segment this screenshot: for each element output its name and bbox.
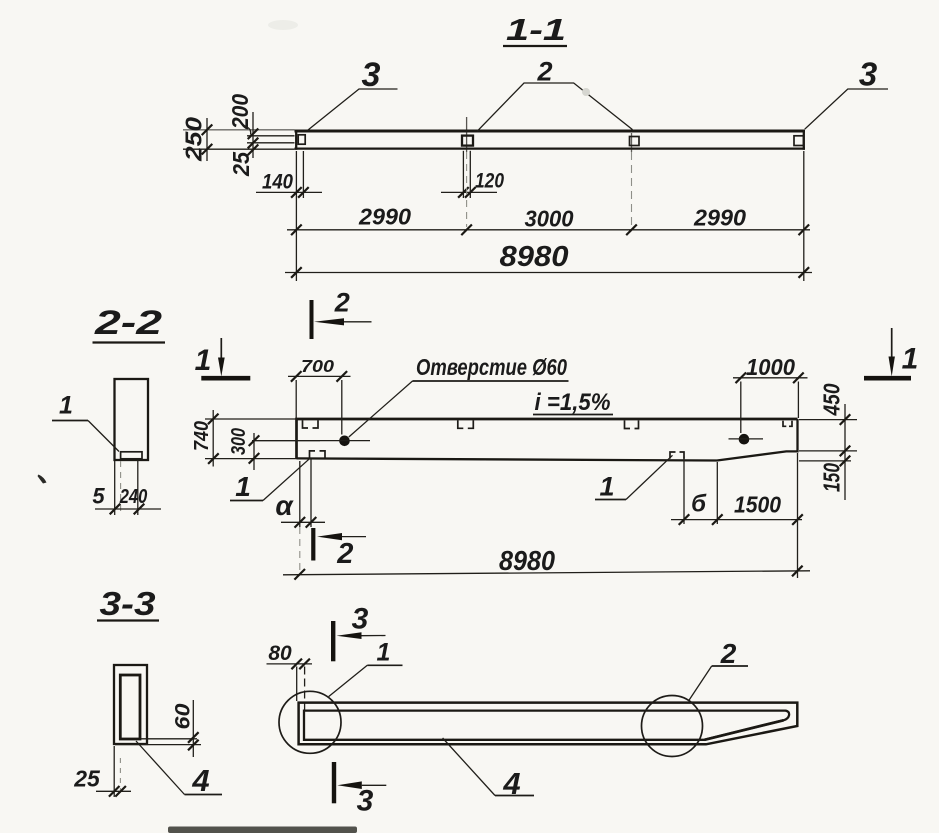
svg-text:3000: 3000 bbox=[525, 206, 574, 232]
svg-text:1: 1 bbox=[599, 472, 614, 502]
svg-text:1500: 1500 bbox=[734, 492, 781, 518]
svg-text:740: 740 bbox=[191, 421, 213, 451]
svg-text:4: 4 bbox=[502, 766, 520, 801]
svg-text:300: 300 bbox=[228, 428, 250, 455]
svg-text:4: 4 bbox=[191, 763, 209, 798]
svg-text:1: 1 bbox=[195, 344, 212, 377]
svg-text:3-3: 3-3 bbox=[100, 585, 156, 622]
svg-text:80: 80 bbox=[268, 642, 292, 665]
svg-text:8980: 8980 bbox=[500, 241, 569, 273]
svg-text:б: б bbox=[691, 491, 707, 518]
svg-text:200: 200 bbox=[227, 94, 253, 130]
svg-text:2: 2 bbox=[334, 288, 350, 318]
svg-text:3: 3 bbox=[859, 56, 877, 93]
svg-text:250: 250 bbox=[181, 117, 207, 162]
svg-text:120: 120 bbox=[475, 170, 504, 193]
svg-text:1: 1 bbox=[902, 343, 919, 376]
svg-text:2: 2 bbox=[720, 638, 737, 669]
svg-text:25: 25 bbox=[73, 766, 101, 792]
svg-text:Отверстие Ø60: Отверстие Ø60 bbox=[416, 354, 567, 380]
svg-text:1: 1 bbox=[377, 639, 391, 667]
svg-text:5: 5 bbox=[92, 484, 105, 509]
svg-text:3: 3 bbox=[357, 785, 374, 818]
svg-text:450: 450 bbox=[819, 383, 845, 416]
svg-text:i =1,5%: i =1,5% bbox=[535, 389, 611, 416]
svg-text:2990: 2990 bbox=[358, 204, 411, 230]
svg-text:3: 3 bbox=[362, 56, 381, 94]
svg-text:3: 3 bbox=[352, 603, 369, 636]
svg-text:1-1: 1-1 bbox=[506, 12, 566, 47]
svg-text:8980: 8980 bbox=[499, 545, 555, 576]
svg-text:25: 25 bbox=[228, 151, 254, 177]
svg-text:1: 1 bbox=[59, 392, 73, 420]
svg-text:140: 140 bbox=[262, 171, 293, 194]
svg-text:2: 2 bbox=[336, 538, 353, 570]
svg-text:2: 2 bbox=[536, 57, 552, 87]
svg-text:150: 150 bbox=[819, 463, 845, 492]
svg-text:1: 1 bbox=[235, 471, 251, 502]
svg-text:60: 60 bbox=[171, 703, 194, 729]
svg-text:2-2: 2-2 bbox=[94, 304, 162, 342]
svg-text:2990: 2990 bbox=[693, 205, 746, 231]
svg-text:700: 700 bbox=[301, 356, 334, 376]
svg-text:α: α bbox=[275, 490, 294, 521]
svg-text:240: 240 bbox=[119, 486, 147, 508]
svg-text:1000: 1000 bbox=[746, 354, 795, 380]
